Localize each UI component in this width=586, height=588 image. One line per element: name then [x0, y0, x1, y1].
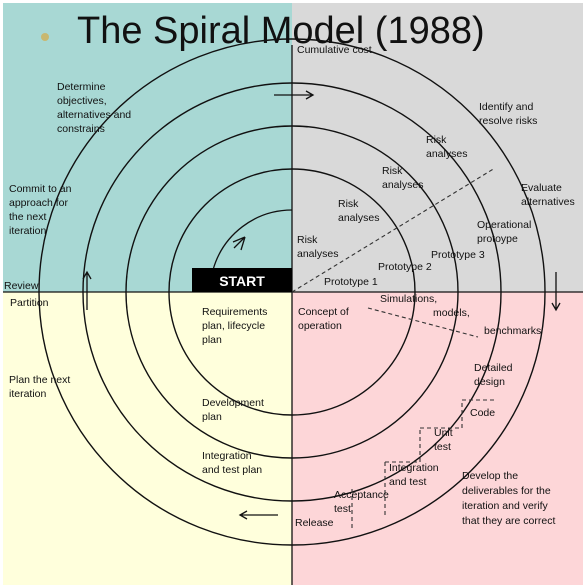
benchmarks-label: benchmarks [484, 325, 541, 337]
evaluate-alternatives-label: Evaluate alternatives [521, 182, 575, 208]
acceptance-test-label: Acceptance test [334, 489, 392, 515]
quadrant-top-left [3, 3, 292, 292]
development-plan-label: Development plan [202, 397, 267, 423]
quadrant-bottom-left [3, 292, 292, 585]
start-box [192, 268, 292, 292]
develop-deliverables-label: Develop the deliverables for the iterati… [462, 470, 555, 527]
integration-test-plan-label: Integration and test plan [202, 450, 262, 476]
partition-label: Partition [10, 297, 49, 309]
prototype-1-label: Prototype 1 [324, 276, 378, 288]
risk-analyses-label-2: Risk analyses [382, 165, 423, 191]
arrow-up-icon [82, 270, 92, 310]
models-label: models, [433, 307, 470, 319]
risk-analyses-label-3: Risk analyses [338, 198, 379, 224]
plan-next-iteration-label: Plan the next iteration [9, 374, 73, 400]
simulations-label: Simulations, [380, 293, 437, 305]
arrow-down-icon [551, 272, 561, 312]
spiral-ring-outer [38, 38, 546, 546]
arrow-right-icon [274, 90, 315, 100]
start-label: START [219, 273, 265, 289]
prototype-3-label: Prototype 3 [431, 249, 485, 261]
quadrant-top-right [292, 3, 583, 292]
identify-risks-label: Identify and resolve risks [479, 101, 537, 127]
risk-analyses-label-4: Risk analyses [297, 234, 338, 260]
prototype-2-label: Prototype 2 [378, 261, 432, 273]
risk-divider-line [291, 167, 496, 293]
arrow-left-icon [238, 510, 278, 520]
spiral-ring-second [125, 125, 459, 459]
commit-approach-label: Commit to an approach for the next itera… [9, 183, 74, 237]
code-label: Code [470, 407, 495, 419]
requirements-plan-label: Requirements plan, lifecycle plan [202, 306, 270, 346]
spiral-ring-third [82, 82, 502, 502]
page-title: The Spiral Model (1988) [77, 10, 485, 52]
review-label: Review [4, 280, 39, 292]
test-stairs-line [351, 399, 496, 528]
unit-test-label: Unit test [434, 427, 456, 453]
quadrant-bottom-right [292, 292, 583, 585]
start-arrow-icon [232, 236, 246, 251]
benchmarks-divider-line [367, 307, 479, 338]
release-label: Release [295, 517, 334, 529]
detailed-design-label: Detailed design [474, 362, 515, 388]
operational-prototype-label: Operational protoype [477, 219, 534, 245]
spiral-ring-inner [168, 168, 416, 416]
concept-of-operation-label: Concept of operation [298, 306, 352, 332]
determine-objectives-label: Determine objectives, alternatives and c… [57, 81, 134, 135]
title-bullet-icon [41, 33, 49, 41]
risk-analyses-label-1: Risk analyses [426, 134, 467, 160]
integration-test-label: Integration and test [389, 462, 442, 488]
spiral-start-arc [212, 209, 293, 271]
